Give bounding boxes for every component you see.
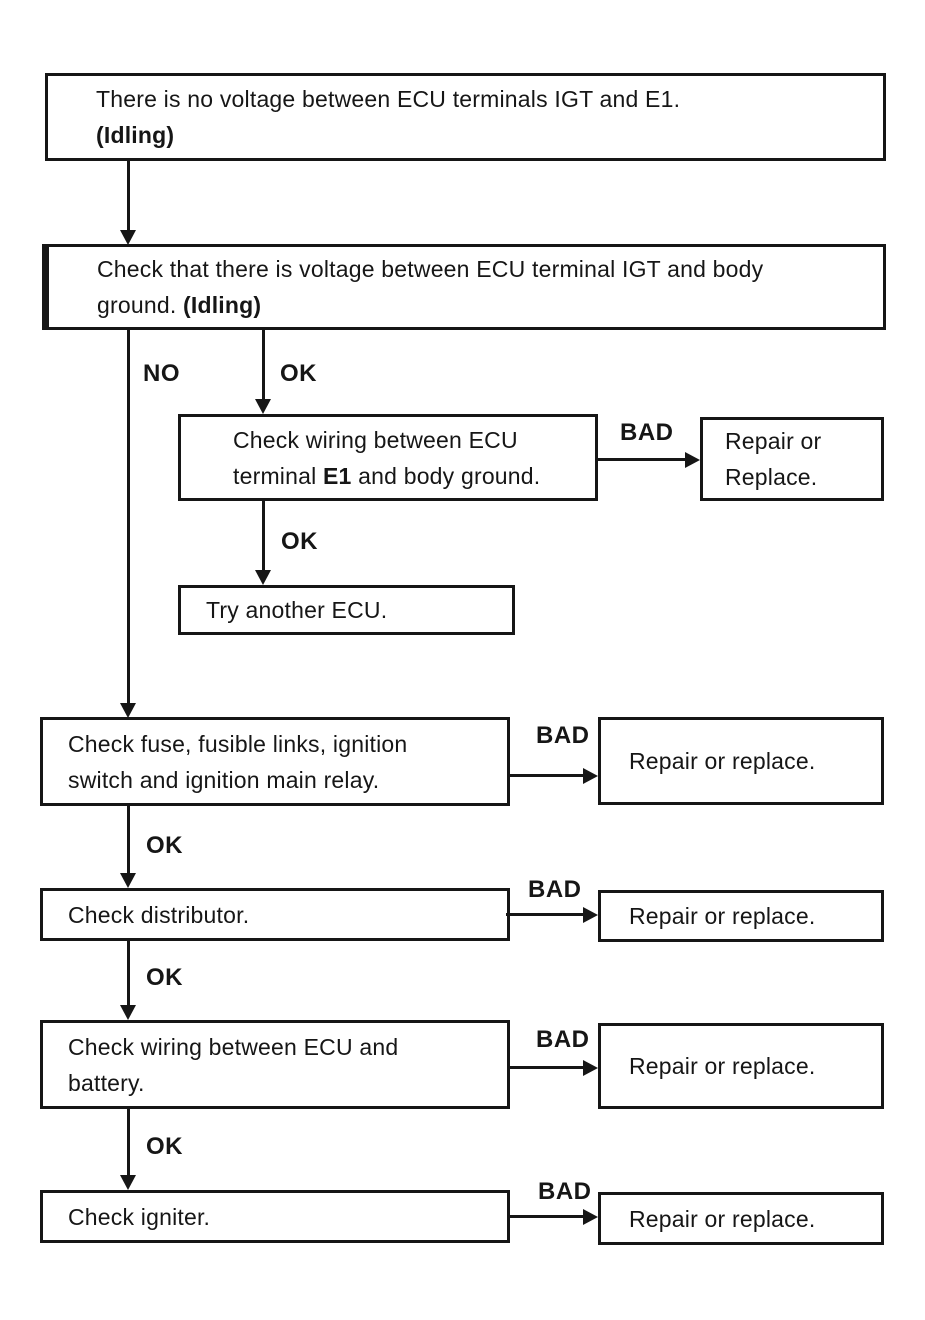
connector-ok5-line [127, 1109, 130, 1177]
connector-ok2-arrow-icon [255, 570, 271, 585]
node-try-another-ecu: Try another ECU. [178, 585, 515, 635]
node-repair-replace-5: Repair or replace. [598, 1192, 884, 1245]
connector-bad1-line [598, 458, 688, 461]
label-bad-4: BAD [536, 1026, 590, 1053]
connector-bad4-arrow-icon [583, 1060, 598, 1076]
connector-bad3-line [506, 913, 586, 916]
node-check-voltage: Check that there is voltage between ECU … [42, 244, 886, 330]
connector-bad2-line [510, 774, 586, 777]
connector-ok4-line [127, 941, 130, 1007]
node-check-wiring-e1: Check wiring between ECU terminal E1 and… [178, 414, 598, 501]
node-check-wiring-battery: Check wiring between ECU and battery. [40, 1020, 510, 1109]
connector-ok3-line [127, 806, 130, 875]
node-no-voltage-condition: (Idling) [96, 122, 175, 148]
connector-start-arrow-icon [120, 230, 136, 245]
label-bad-5: BAD [538, 1178, 592, 1205]
connector-no-line [127, 330, 130, 705]
node-check-igniter: Check igniter. [40, 1190, 510, 1243]
terminal-e1-bold: E1 [323, 462, 352, 489]
label-ok-2: OK [281, 528, 318, 555]
connector-ok1-line [262, 330, 265, 402]
connector-ok4-arrow-icon [120, 1005, 136, 1020]
connector-start-line [127, 161, 130, 233]
node-check-voltage-line1: Check that there is voltage between ECU … [97, 256, 764, 282]
label-ok-4: OK [146, 964, 183, 991]
node-check-fuse: Check fuse, fusible links, ignition swit… [40, 717, 510, 806]
label-bad-2: BAD [536, 722, 590, 749]
label-ok-1: OK [280, 360, 317, 387]
label-bad-1: BAD [620, 419, 674, 446]
connector-no-arrow-icon [120, 703, 136, 718]
node-repair-replace-2: Repair or replace. [598, 717, 884, 805]
node-check-voltage-line2: ground. (Idling) [97, 292, 262, 318]
connector-bad1-arrow-icon [685, 452, 700, 468]
connector-bad3-arrow-icon [583, 907, 598, 923]
connector-ok1-arrow-icon [255, 399, 271, 414]
connector-bad5-arrow-icon [583, 1209, 598, 1225]
node-no-voltage: There is no voltage between ECU terminal… [45, 73, 886, 161]
connector-bad2-arrow-icon [583, 768, 598, 784]
connector-bad4-line [510, 1066, 586, 1069]
connector-ok2-line [262, 501, 265, 573]
label-ok-3: OK [146, 832, 183, 859]
node-check-wiring-e1-line1: Check wiring between ECU [233, 426, 518, 453]
node-repair-replace-4: Repair or replace. [598, 1023, 884, 1109]
connector-bad5-line [510, 1215, 586, 1218]
node-check-wiring-e1-line2: terminal E1 and body ground. [233, 462, 541, 489]
label-no: NO [143, 360, 180, 387]
node-repair-replace-3: Repair or replace. [598, 890, 884, 942]
node-check-distributor: Check distributor. [40, 888, 510, 941]
connector-ok3-arrow-icon [120, 873, 136, 888]
node-check-voltage-condition: (Idling) [183, 292, 262, 318]
node-no-voltage-text: There is no voltage between ECU terminal… [96, 86, 681, 112]
label-bad-3: BAD [528, 876, 582, 903]
connector-ok5-arrow-icon [120, 1175, 136, 1190]
label-ok-5: OK [146, 1133, 183, 1160]
node-repair-replace-1: Repair or Replace. [700, 417, 884, 501]
